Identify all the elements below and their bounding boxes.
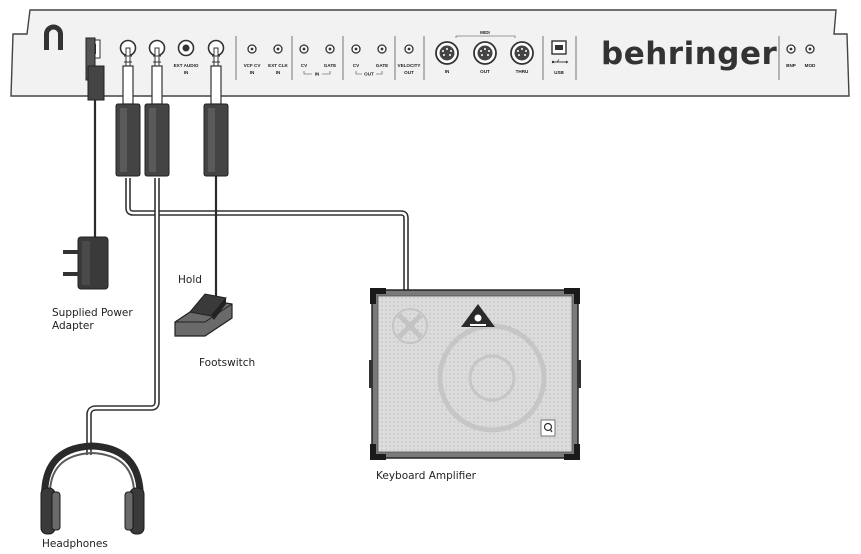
ext-clk-label: EXT CLK xyxy=(268,63,288,68)
headband xyxy=(41,442,144,509)
behringer-logo-icon: behringer xyxy=(601,36,777,72)
velocity-label: VELOCITY xyxy=(398,63,421,68)
usb-icon xyxy=(551,59,569,64)
footswitch xyxy=(174,293,233,337)
in-group-label: IN xyxy=(315,72,320,77)
amp-corner-tr xyxy=(564,288,580,304)
headphones xyxy=(40,442,145,535)
midi-out-port[interactable] xyxy=(473,41,497,65)
output-plug-2 xyxy=(144,47,170,177)
ext-audio-in-label: IN xyxy=(184,70,189,75)
synth-rear-panel: ▪▪▪▪▪▪ EXT AUDIO IN VCF CV IN EXT CLK IN… xyxy=(10,9,850,97)
midi-label: MIDI xyxy=(480,30,490,35)
keyboard-amplifier-caption: Keyboard Amplifier xyxy=(376,470,476,482)
left-earcup xyxy=(40,487,61,535)
velocity-out-label: OUT xyxy=(404,70,414,75)
output-plug-1 xyxy=(115,47,141,177)
midi-out-label: OUT xyxy=(480,69,490,74)
midi-in-label: IN xyxy=(445,69,450,74)
out-group-label: OUT xyxy=(364,72,374,77)
power-adapter-caption-line2: Adapter xyxy=(52,320,94,332)
bnp-label: BNP xyxy=(786,63,796,68)
usb-label: USB xyxy=(554,70,564,75)
amp-corner-br xyxy=(564,444,580,460)
midi-in-port[interactable] xyxy=(435,41,459,65)
amplifier-cable xyxy=(125,178,409,292)
ext-clk-in-label: IN xyxy=(276,70,281,75)
mod-label: MOD xyxy=(805,63,816,68)
amp-badge-icon xyxy=(461,304,495,327)
power-logo-icon xyxy=(44,24,63,50)
headphones-caption: Headphones xyxy=(42,538,108,550)
usb-port[interactable] xyxy=(551,40,567,55)
midi-thru-label: THRU xyxy=(516,69,529,74)
hold-caption: Hold xyxy=(178,274,202,286)
power-adapter xyxy=(63,236,109,290)
sustain-plug xyxy=(203,47,229,177)
amp-corner-tl xyxy=(370,288,386,304)
vcf-cv-label: VCF CV xyxy=(244,63,262,68)
cables xyxy=(86,100,409,455)
cv-out-label: CV xyxy=(353,63,360,68)
power-plug xyxy=(85,37,105,101)
tweeter-icon xyxy=(392,308,428,344)
cv-in-label: CV xyxy=(301,63,308,68)
gate-out-label: GATE xyxy=(376,63,388,68)
gate-in-label: GATE xyxy=(324,63,336,68)
right-earcup xyxy=(124,487,145,535)
power-adapter-caption-line1: Supplied Power xyxy=(52,307,133,319)
vcf-cv-in-label: IN xyxy=(250,70,255,75)
footswitch-caption: Footswitch xyxy=(199,357,256,369)
keyboard-amplifier xyxy=(369,288,581,460)
amp-corner-bl xyxy=(370,444,386,460)
amp-logo-icon xyxy=(540,419,556,437)
midi-thru-port[interactable] xyxy=(510,41,534,65)
ext-audio-label: EXT AUDIO xyxy=(174,63,199,68)
